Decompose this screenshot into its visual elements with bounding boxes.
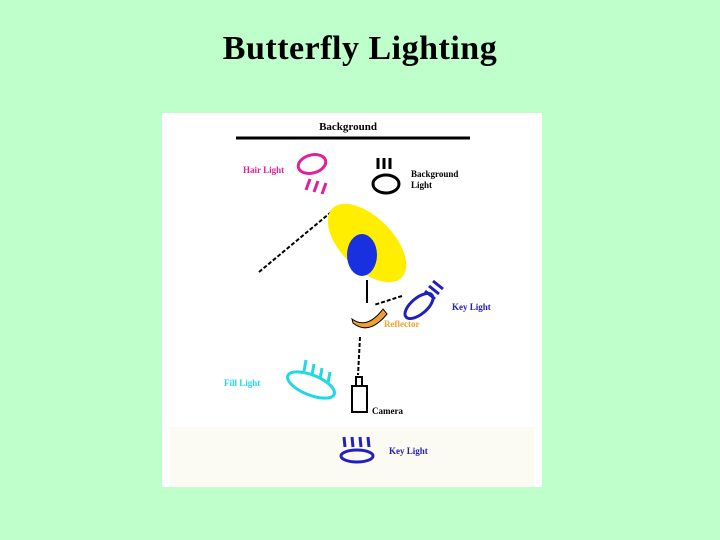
legend-key-light-label: Key Light — [389, 446, 428, 456]
reflector-icon — [351, 308, 388, 329]
legend-key-light-icon — [339, 436, 375, 464]
camera-axis — [357, 336, 361, 376]
hair-light-beam — [258, 212, 331, 273]
lighting-diagram: Background Hair Light Background Light — [162, 113, 542, 487]
background-light-label-line2: Light — [411, 180, 432, 190]
hair-light-label: Hair Light — [243, 165, 284, 175]
key-light-beam — [373, 295, 403, 306]
hair-light-icon — [296, 153, 328, 195]
background-light-icon — [371, 158, 401, 195]
background-light-label-line1: Background — [411, 169, 458, 179]
key-light-icon — [403, 279, 444, 321]
key-light-label: Key Light — [452, 302, 491, 312]
slide-title: Butterfly Lighting — [222, 30, 498, 67]
lighting-diagram-svg: Background Hair Light Background Light — [170, 121, 534, 487]
legend-band — [170, 427, 534, 487]
fill-light-label: Fill Light — [224, 378, 260, 388]
background-label: Background — [319, 121, 377, 133]
camera-icon — [351, 376, 368, 413]
subject-head — [347, 234, 377, 276]
reflector-label: Reflector — [384, 319, 419, 329]
fill-light-icon — [286, 359, 336, 400]
camera-label: Camera — [372, 406, 403, 416]
